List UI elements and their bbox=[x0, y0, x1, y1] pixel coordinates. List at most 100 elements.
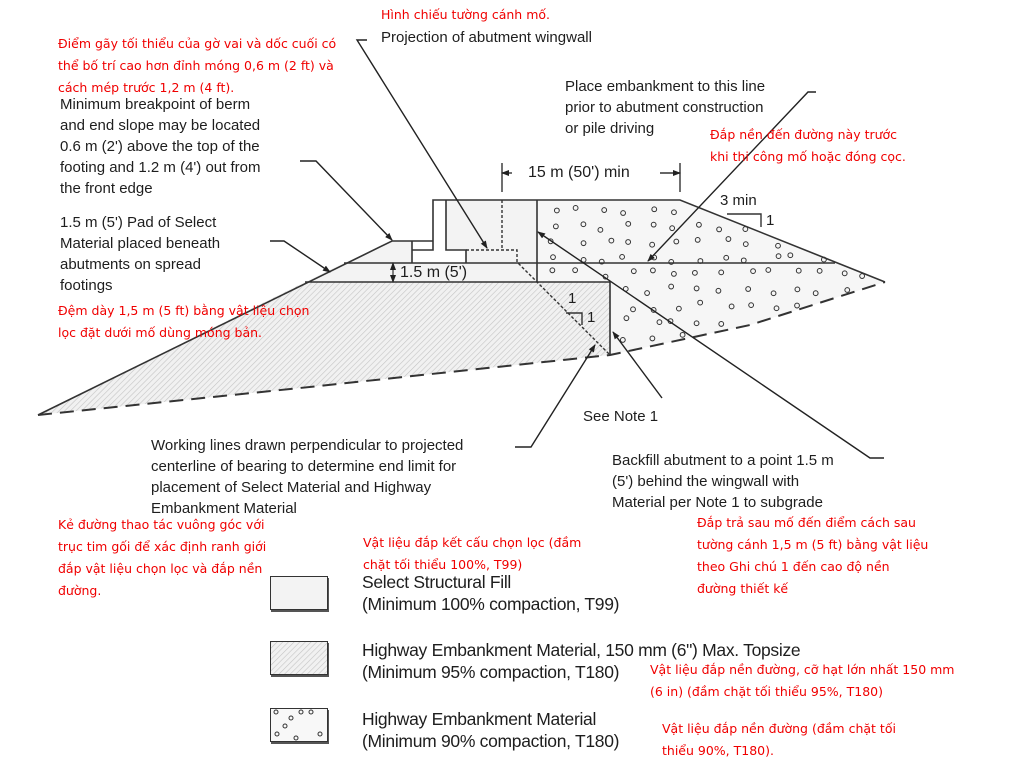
legend-embankment-90-label: Highway Embankment Material(Minimum 90% … bbox=[362, 709, 620, 751]
pebble-dot bbox=[728, 303, 735, 310]
abutment-outline bbox=[412, 199, 886, 283]
pebble-dot bbox=[696, 221, 702, 228]
pebble-dot bbox=[671, 209, 677, 216]
slope-3-1-marker bbox=[727, 213, 762, 227]
pebble-dot bbox=[656, 319, 663, 326]
pebble-dot bbox=[812, 290, 819, 297]
pebble-dot bbox=[795, 267, 802, 274]
pebble-dot bbox=[620, 210, 626, 216]
pebble-dot bbox=[650, 267, 656, 274]
slope-1-1-marker bbox=[566, 312, 583, 325]
pebble-dot bbox=[718, 321, 725, 327]
breakpoint-label-vi: Điểm gãy tối thiểu của gờ vai và dốc cuố… bbox=[58, 36, 337, 95]
working-lines-label: Working lines drawn perpendicular to pro… bbox=[151, 437, 464, 517]
pebble-dot bbox=[623, 315, 630, 322]
pebble-dot bbox=[552, 223, 559, 230]
dimension-pad-label: 1.5 m (5') bbox=[400, 264, 468, 281]
pebble-dot bbox=[723, 254, 730, 261]
legend-embankment-95-label: Highway Embankment Material, 150 mm (6")… bbox=[362, 640, 801, 682]
pebble-dot bbox=[816, 267, 823, 274]
leader-lines bbox=[270, 39, 884, 459]
pebble-dot bbox=[547, 238, 554, 245]
pebble-dot bbox=[625, 239, 632, 245]
pebble-dot bbox=[649, 241, 656, 248]
pebble-dot bbox=[693, 320, 700, 327]
pebble-dot bbox=[668, 259, 675, 265]
wingwall-label: Projection of abutment wingwall bbox=[381, 29, 592, 46]
pebble-dot bbox=[549, 267, 556, 274]
select-fill-pad-region bbox=[305, 200, 537, 282]
legend-embankment-95-vi: Vật liệu đắp nền đường, cỡ hạt lớn nhất … bbox=[650, 662, 955, 699]
pebble-dot bbox=[716, 226, 723, 233]
pebble-dot bbox=[673, 238, 680, 245]
legend-swatch-hatch bbox=[270, 641, 328, 675]
pebble-dot bbox=[572, 205, 579, 211]
pebble-dot bbox=[649, 335, 656, 342]
pebble-dot bbox=[765, 267, 772, 273]
structure-lines bbox=[37, 199, 886, 416]
pebble-dot bbox=[671, 271, 677, 277]
pebble-dot bbox=[697, 299, 704, 306]
pebble-dot bbox=[608, 237, 615, 244]
pebble-dot bbox=[775, 253, 782, 260]
pebble-dot bbox=[718, 269, 725, 276]
legend-select-fill-label: Select Structural Fill(Minimum 100% comp… bbox=[362, 572, 620, 614]
pebble-dot bbox=[625, 220, 632, 227]
pebble-dot bbox=[679, 331, 686, 338]
pebble-dot bbox=[630, 306, 636, 313]
pebble-dot bbox=[597, 226, 604, 233]
pebble-dot bbox=[725, 236, 732, 242]
pebble-dot bbox=[651, 206, 658, 213]
slope-1b-label: 1 bbox=[587, 309, 596, 326]
pebble-dot bbox=[580, 240, 587, 247]
slope-3-1-label: 1 bbox=[766, 212, 775, 229]
pebble-dot bbox=[844, 287, 851, 293]
pebble-dot bbox=[794, 286, 801, 293]
see-note-label: See Note 1 bbox=[583, 408, 659, 425]
pebble-dot bbox=[691, 269, 698, 276]
legend-swatch-select-fill bbox=[270, 576, 328, 610]
subgrade-dashed-line bbox=[37, 281, 886, 416]
pebble-dot bbox=[745, 286, 752, 292]
pebble-dot bbox=[750, 268, 756, 274]
backfill-label: Backfill abutment to a point 1.5 m(5') b… bbox=[612, 452, 834, 511]
legend-swatch-dots bbox=[270, 708, 328, 742]
slope-3-label: 3 min bbox=[720, 192, 757, 209]
pebble-dot bbox=[644, 290, 650, 296]
pebble-dot bbox=[693, 285, 700, 292]
pebble-dot bbox=[630, 268, 637, 275]
pebble-dot bbox=[619, 253, 625, 260]
pebble-dot bbox=[775, 242, 781, 249]
pebble-dot bbox=[742, 241, 749, 248]
pebble-dot bbox=[787, 252, 794, 259]
pebble-dot bbox=[598, 258, 605, 265]
pebble-dot bbox=[770, 290, 777, 297]
pebble-dot bbox=[668, 283, 675, 290]
slope-1a-label: 1 bbox=[568, 290, 577, 307]
dimension-15m-label: 15 m (50') min bbox=[528, 164, 630, 181]
dimension-15m bbox=[501, 163, 681, 192]
highway-embankment-90-region bbox=[537, 200, 885, 355]
pebble-dot bbox=[553, 207, 560, 214]
pebble-dot bbox=[601, 207, 608, 213]
pebble-dot bbox=[841, 270, 848, 277]
pebble-dot bbox=[675, 305, 682, 312]
pebble-dot bbox=[669, 225, 676, 232]
pebble-dot bbox=[619, 337, 626, 343]
wingwall-label-vi: Hình chiếu tường cánh mố. bbox=[381, 7, 550, 22]
pebble-dot bbox=[773, 305, 780, 312]
pebble-dot bbox=[748, 302, 755, 309]
pebble-dot bbox=[650, 221, 657, 228]
pebble-dot bbox=[550, 254, 556, 261]
